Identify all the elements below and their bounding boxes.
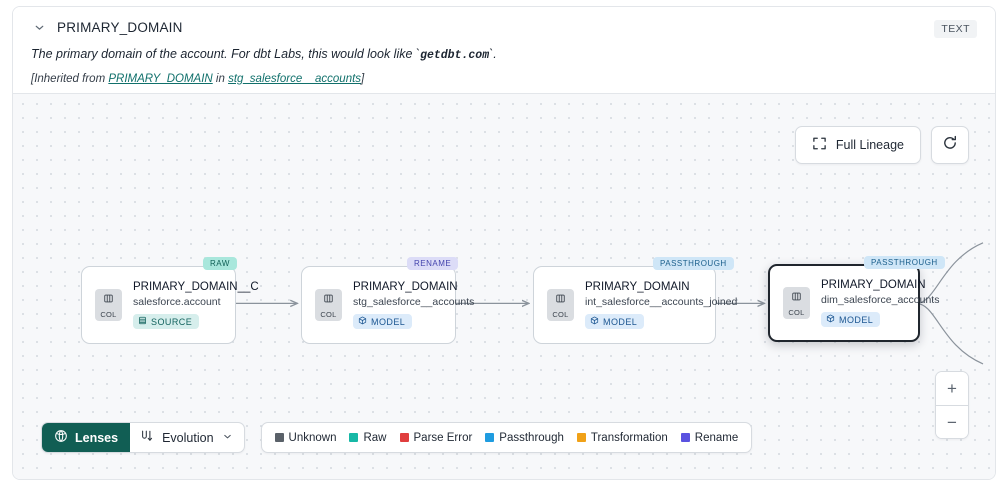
legend-item: Rename: [680, 431, 739, 444]
node-kind-label: MODEL: [371, 316, 406, 327]
legend-label: Parse Error: [413, 431, 473, 444]
column-chip: COL: [547, 289, 574, 321]
full-lineage-button[interactable]: Full Lineage: [794, 126, 921, 164]
refresh-icon: [942, 135, 958, 156]
lineage-node-selected[interactable]: PASSTHROUGH COL PRIMARY_DOMAIN dim_sales…: [768, 256, 945, 342]
inherited-prefix: [Inherited from: [31, 72, 109, 85]
node-column-name: PRIMARY_DOMAIN__C: [133, 281, 259, 293]
node-tag: RENAME: [407, 257, 459, 270]
node-table-name: dim_salesforce_accounts: [821, 294, 940, 306]
type-badge: TEXT: [934, 20, 977, 38]
lenses-button[interactable]: Lenses: [42, 423, 131, 452]
canvas-toolbar: Full Lineage: [794, 126, 969, 164]
node-kind-label: MODEL: [839, 314, 874, 325]
cube-icon: [590, 316, 599, 327]
node-kind-badge: SOURCE: [133, 314, 200, 329]
full-lineage-label: Full Lineage: [835, 138, 904, 152]
evolution-label: Evolution: [162, 430, 214, 445]
node-table-name: int_salesforce__accounts_joined: [585, 296, 738, 308]
inherited-from-note: [Inherited from PRIMARY_DOMAIN in stg_sa…: [31, 73, 977, 85]
legend-swatch: [274, 433, 284, 442]
card-header: PRIMARY_DOMAIN TEXT The primary domain o…: [13, 7, 995, 95]
description-prefix: The primary domain of the account. For d…: [31, 47, 421, 61]
cube-icon: [358, 316, 367, 327]
inherited-mid: in: [212, 72, 229, 85]
lineage-canvas[interactable]: Full Lineage RAW: [13, 93, 995, 479]
legend-item: Passthrough: [485, 432, 564, 444]
node-kind-label: SOURCE: [151, 316, 193, 327]
column-chip-label: COL: [100, 310, 117, 319]
lineage-edges: [234, 242, 984, 365]
legend-swatch: [680, 433, 690, 442]
column-icon: [323, 291, 334, 309]
column-chip: COL: [95, 289, 122, 321]
node-kind-badge: MODEL: [353, 314, 413, 329]
lenses-label: Lenses: [75, 430, 119, 445]
zoom-in-button[interactable]: +: [936, 372, 968, 405]
column-chip: COL: [315, 289, 342, 321]
column-chip-label: COL: [320, 310, 337, 319]
refresh-button[interactable]: [931, 126, 969, 164]
inherited-column-link[interactable]: PRIMARY_DOMAIN: [108, 72, 213, 85]
node-kind-label: MODEL: [603, 316, 638, 327]
node-table-name: stg_salesforce__accounts: [353, 296, 475, 308]
legend-swatch: [349, 433, 359, 442]
evolution-dropdown[interactable]: Evolution: [130, 423, 243, 452]
page-title: PRIMARY_DOMAIN: [57, 19, 183, 35]
legend-label: Raw: [363, 431, 387, 444]
lenses-evolution-group: Lenses Evolution: [41, 422, 245, 453]
node-kind-badge: MODEL: [585, 314, 645, 329]
lineage-bottom-bar: Lenses Evolution: [41, 422, 753, 453]
legend-item: Raw: [349, 431, 387, 444]
description-suffix: `.: [489, 47, 497, 61]
node-table-name: salesforce.account: [133, 296, 221, 308]
legend-item: Unknown: [274, 431, 337, 444]
column-chip-label: COL: [552, 310, 569, 319]
legend-swatch: [399, 433, 409, 442]
node-column-name: PRIMARY_DOMAIN: [585, 281, 690, 293]
legend-label: Passthrough: [499, 431, 564, 444]
column-icon: [791, 289, 802, 307]
legend-label: Transformation: [590, 431, 668, 444]
zoom-out-button[interactable]: −: [936, 405, 968, 438]
node-tag: PASSTHROUGH: [864, 256, 945, 269]
legend-item: Parse Error: [399, 431, 473, 444]
chevron-down-icon[interactable]: [31, 19, 47, 35]
node-column-name: PRIMARY_DOMAIN: [821, 279, 926, 291]
cube-icon: [826, 314, 835, 325]
legend-label: Unknown: [288, 431, 337, 444]
node-tag: PASSTHROUGH: [653, 257, 734, 270]
chevron-down-icon: [222, 431, 233, 445]
column-chip-label: COL: [788, 308, 805, 317]
expand-icon: [812, 136, 827, 154]
column-icon: [103, 291, 114, 309]
lineage-node[interactable]: PASSTHROUGH COL PRIMARY_DOMAIN int_sales…: [533, 257, 737, 344]
column-icon: [555, 291, 566, 309]
node-tag: RAW: [203, 257, 237, 270]
inherited-model-link[interactable]: stg_salesforce__accounts: [228, 72, 362, 85]
legend-swatch: [576, 433, 586, 442]
zoom-controls: + −: [935, 371, 969, 439]
legend-swatch: [485, 433, 495, 442]
database-icon: [138, 316, 147, 327]
lineage-node[interactable]: RENAME COL PRIMARY_DOMAIN stg_salesforce…: [301, 257, 474, 344]
legend-item: Transformation: [576, 431, 668, 444]
column-detail-card: PRIMARY_DOMAIN TEXT The primary domain o…: [12, 6, 996, 480]
evolution-flow-icon: [140, 429, 154, 446]
lineage-legend: Unknown Raw Parse Error Passthrough Tran…: [260, 422, 753, 453]
inherited-suffix: ]: [361, 72, 365, 85]
node-kind-badge: MODEL: [821, 312, 881, 327]
lens-aperture-icon: [54, 429, 68, 446]
node-column-name: PRIMARY_DOMAIN: [353, 281, 458, 293]
column-chip: COL: [783, 287, 810, 319]
lineage-node[interactable]: RAW COL PRIMARY_DOMAIN__C salesforce.acc…: [81, 257, 259, 344]
description-code: getdbt.com: [420, 49, 490, 62]
legend-label: Rename: [694, 431, 739, 444]
column-description: The primary domain of the account. For d…: [31, 46, 977, 64]
